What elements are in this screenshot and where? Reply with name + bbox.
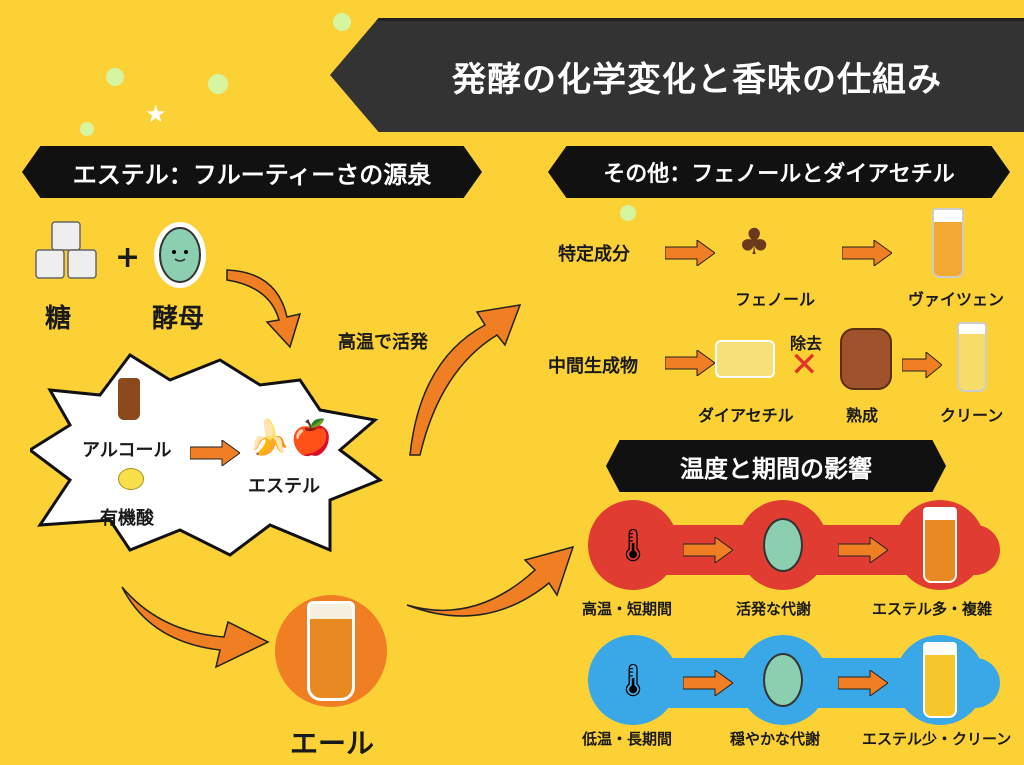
butter-icon — [715, 340, 775, 378]
beer-glass-icon — [923, 642, 957, 718]
arrow-icon — [837, 536, 889, 564]
plus-sign: + — [115, 240, 141, 275]
arrow-icon — [682, 669, 734, 697]
active-yeast-circle — [738, 500, 828, 590]
decor-dot — [106, 68, 124, 86]
barrel-icon — [840, 328, 892, 390]
beer-glass-icon — [923, 507, 957, 583]
fruit-icon: 🍌🍎 — [248, 418, 333, 458]
clean-beer-circle — [895, 635, 985, 725]
weizen-glass-icon — [932, 208, 964, 278]
arrow-icon — [841, 239, 893, 267]
curved-arrow-icon — [405, 545, 575, 639]
specific-component-label: 特定成分 — [558, 244, 630, 265]
yeast-icon — [763, 518, 803, 572]
arrow-icon — [901, 350, 952, 380]
page-title: 発酵の化学変化と香味の仕組み — [330, 18, 1024, 132]
arrow-icon — [664, 349, 716, 377]
complex-beer-circle — [895, 500, 985, 590]
ester-rich-label: エステル多・複雑 — [872, 600, 993, 618]
organic-acid-label: 有機酸 — [100, 508, 154, 529]
intermediate-product-label: 中間生成物 — [548, 356, 638, 377]
other-section-header: その他：フェノールとダイアセチル — [548, 146, 1010, 198]
lemon-icon — [118, 468, 144, 490]
calm-metabolism-label: 穏やかな代謝 — [730, 730, 821, 748]
thermometer-clock-icon: 🌡 — [612, 526, 654, 564]
ale-circle — [275, 595, 387, 707]
low-temp-long-label: 低温・長期間 — [582, 730, 673, 748]
sugar-cubes-icon — [30, 218, 105, 288]
ester-low-label: エステル少・クリーン — [862, 730, 1012, 748]
clean-label: クリーン — [940, 406, 1004, 425]
weizen-label: ヴァイツェン — [908, 290, 1005, 309]
star-icon: ★ — [145, 100, 167, 128]
yeast-icon — [763, 653, 803, 707]
diacetyl-label: ダイアセチル — [698, 406, 794, 425]
phenol-label: フェノール — [735, 290, 816, 309]
rum-bottle-icon — [118, 378, 140, 420]
curved-arrow-icon — [222, 262, 312, 356]
curved-arrow-icon — [405, 300, 525, 464]
arrow-icon — [189, 439, 241, 467]
ale-label: エール — [290, 727, 375, 760]
calm-yeast-circle — [738, 635, 828, 725]
cross-icon: ✕ — [790, 345, 819, 385]
sugar-label: 糖 — [45, 304, 72, 334]
high-temp-short-label: 高温・短期間 — [582, 600, 673, 618]
low-temp-circle: 🌡 — [588, 635, 678, 725]
arrow-icon — [664, 239, 716, 267]
maturation-label: 熟成 — [846, 406, 879, 425]
removal-label: 除去 — [790, 334, 823, 353]
active-metabolism-label: 活発な代謝 — [736, 600, 812, 618]
high-temp-circle: 🌡 — [588, 500, 678, 590]
decor-dot — [333, 13, 351, 31]
temp-section-header: 温度と期間の影響 — [606, 440, 946, 492]
arrow-icon — [837, 669, 889, 697]
clean-beer-glass-icon — [957, 322, 987, 392]
arrow-icon — [682, 536, 734, 564]
ester-section-header: エステル：フルーティーさの源泉 — [22, 146, 482, 198]
yeast-label: 酵母 — [152, 304, 205, 334]
decor-dot — [208, 74, 228, 94]
alcohol-label: アルコール — [82, 440, 172, 461]
yeast-icon — [150, 218, 210, 292]
decor-dot — [620, 205, 636, 221]
thermometer-clock-icon: 🌡 — [612, 661, 654, 699]
clove-icon: ♣ — [738, 222, 771, 263]
ale-glass-icon — [307, 601, 355, 701]
high-temp-active-label: 高温で活発 — [338, 332, 428, 353]
curved-arrow-icon — [120, 582, 270, 676]
decor-dot — [80, 122, 94, 136]
ester-label: エステル — [248, 476, 320, 497]
